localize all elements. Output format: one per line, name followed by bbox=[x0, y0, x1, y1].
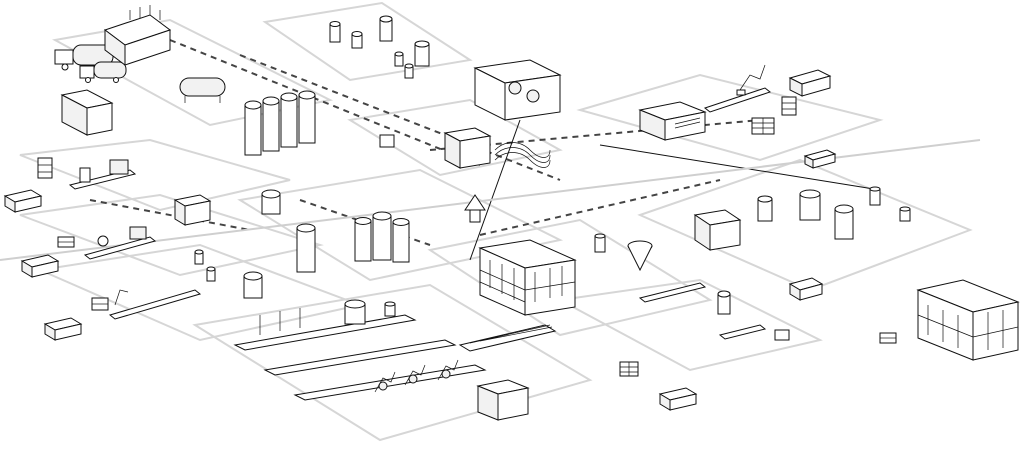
factory-module-right bbox=[638, 101, 707, 141]
packaging-line bbox=[638, 282, 707, 303]
delivery-van bbox=[658, 387, 698, 411]
conveyor-line-bottom bbox=[458, 324, 557, 352]
storage-tank bbox=[298, 90, 316, 144]
storage-tank bbox=[244, 100, 262, 156]
robot-arm bbox=[374, 371, 396, 393]
horizontal-tank bbox=[179, 77, 226, 103]
zone-top-center bbox=[262, 1, 473, 82]
pallet-stack bbox=[879, 332, 897, 344]
delivery-van bbox=[788, 69, 832, 97]
tank-battery-low-right bbox=[594, 233, 731, 315]
filler-machine-right bbox=[693, 209, 742, 251]
storage-tank bbox=[280, 92, 298, 148]
zone-center-processing bbox=[347, 98, 563, 177]
tank-battery-bottom bbox=[344, 299, 396, 325]
zone-left-1 bbox=[19, 138, 291, 212]
control-panel bbox=[379, 134, 395, 148]
silo-hopper bbox=[464, 194, 486, 223]
zone-right-mid bbox=[637, 158, 973, 292]
pipe-route-h bbox=[599, 144, 881, 191]
delivery-van bbox=[3, 189, 43, 213]
cold-storage-building bbox=[478, 239, 577, 316]
pallet-stack bbox=[57, 236, 75, 248]
conveyor-line-lower-right bbox=[718, 324, 767, 340]
zone-center-mid bbox=[237, 168, 564, 282]
packaging-line bbox=[68, 159, 137, 190]
pipe-route-f bbox=[89, 199, 251, 231]
factory-module-top bbox=[473, 59, 562, 121]
tank-battery-center bbox=[261, 189, 410, 273]
robot-arm bbox=[736, 64, 766, 96]
pipe-route-d bbox=[479, 179, 721, 236]
pallet-stack bbox=[91, 297, 109, 311]
robot-arm bbox=[437, 359, 459, 381]
pallet-stack bbox=[781, 96, 797, 116]
cold-storage-building bbox=[916, 279, 1020, 361]
pipe-route-g bbox=[469, 119, 521, 261]
pallet-stack bbox=[751, 117, 775, 135]
zone-right-upper bbox=[576, 73, 884, 162]
storage-box-bottom bbox=[476, 379, 530, 421]
pipe-route-b bbox=[239, 54, 561, 181]
pallet-stack bbox=[37, 157, 53, 179]
delivery-van bbox=[803, 149, 837, 169]
storage-tank-farm bbox=[244, 90, 316, 156]
tank-battery-top bbox=[329, 15, 430, 79]
pallet-stack bbox=[619, 361, 639, 377]
processing-building-top bbox=[103, 5, 172, 66]
tank-battery-right bbox=[757, 186, 911, 240]
delivery-van bbox=[20, 254, 60, 278]
delivery-van bbox=[788, 277, 824, 301]
zone-left-2 bbox=[19, 193, 324, 277]
tank-battery-left-low bbox=[194, 249, 263, 299]
storage-box-left bbox=[60, 89, 114, 136]
delivery-van bbox=[43, 317, 83, 341]
zone-bottom-production bbox=[192, 283, 593, 442]
zone-bottom-right bbox=[556, 278, 823, 372]
packaging-line bbox=[83, 226, 157, 260]
production-line-main bbox=[233, 308, 487, 401]
robot-arm bbox=[404, 364, 426, 386]
zone-plates bbox=[19, 1, 973, 442]
tanker-truck-1 bbox=[54, 44, 114, 71]
factory-module-left bbox=[173, 194, 212, 226]
spiral-cooler bbox=[494, 142, 551, 168]
silo-hopper bbox=[627, 240, 653, 272]
storage-tank bbox=[262, 96, 280, 152]
tanker-truck-2 bbox=[79, 61, 127, 83]
pasteurizer-unit bbox=[443, 127, 492, 169]
pipe-route-a bbox=[169, 39, 481, 166]
pallet-stack bbox=[774, 329, 790, 341]
conveyor-line-left bbox=[108, 289, 202, 320]
